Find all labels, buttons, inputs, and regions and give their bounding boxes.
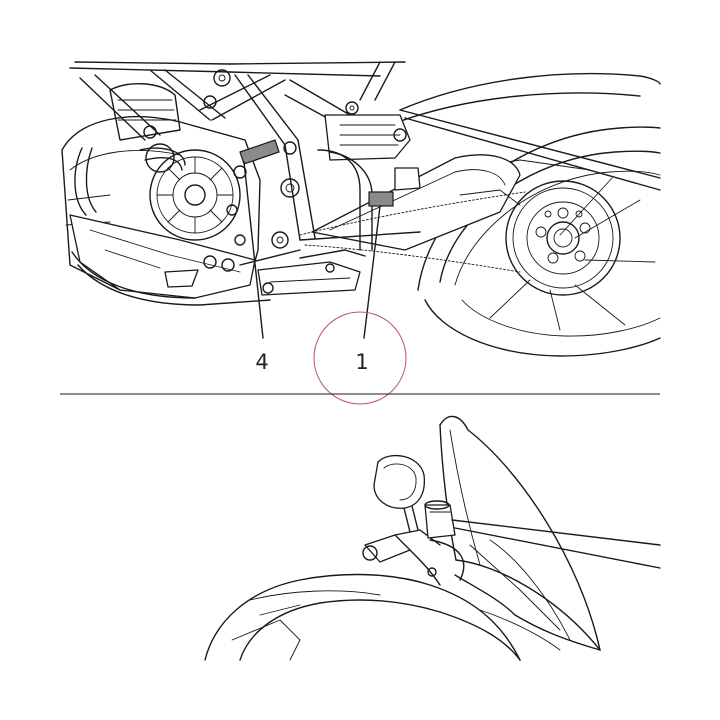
highlight-circle bbox=[313, 311, 407, 405]
rear-view-mirror bbox=[373, 454, 426, 533]
callout-label-4: 4 bbox=[255, 350, 268, 374]
fuel-tank-fairing bbox=[204, 573, 601, 661]
footpeg-assembly bbox=[239, 249, 366, 296]
top-illustration: 4 1 bbox=[61, 61, 661, 405]
leader-line-right-upper bbox=[451, 519, 661, 546]
trellis-frame bbox=[69, 61, 406, 241]
handlebar bbox=[362, 500, 465, 586]
callout-label-1: 1 bbox=[355, 350, 368, 374]
part-1-highlight bbox=[368, 191, 394, 207]
windscreen bbox=[439, 415, 601, 651]
leader-line-1 bbox=[363, 205, 381, 339]
bottom-illustration bbox=[204, 415, 661, 661]
part-4-highlight bbox=[239, 139, 280, 165]
engine bbox=[61, 82, 300, 299]
rear-wheel bbox=[417, 126, 661, 357]
exhaust bbox=[71, 251, 271, 306]
rear-fender bbox=[397, 72, 661, 191]
leader-line-4 bbox=[243, 161, 264, 339]
leader-line-right-lower bbox=[454, 527, 661, 569]
